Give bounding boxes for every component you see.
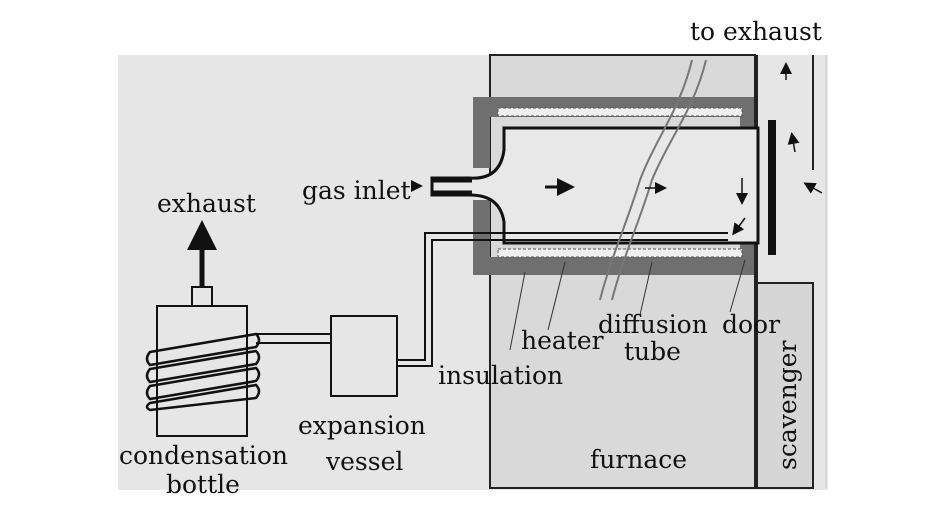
heater-coil-top bbox=[497, 107, 743, 117]
label-furnace: furnace bbox=[590, 445, 687, 474]
label-condensation: condensation bbox=[119, 441, 288, 470]
label-insulation: insulation bbox=[438, 361, 563, 390]
label-vessel: vessel bbox=[325, 447, 403, 476]
label-door: door bbox=[722, 310, 780, 339]
label-to-exhaust: to exhaust bbox=[690, 17, 822, 46]
flow-arrow-exhaust-up-2 bbox=[787, 132, 800, 153]
tube-exhaust-line-outer bbox=[382, 232, 728, 361]
tube-exhaust-line-inner bbox=[382, 239, 728, 367]
profile-strand-2 bbox=[611, 59, 707, 301]
expansion-vessel bbox=[330, 315, 398, 397]
label-bottle: bottle bbox=[166, 470, 240, 499]
flow-arrow-4 bbox=[732, 217, 746, 236]
label-gas-inlet: gas inlet bbox=[302, 176, 411, 205]
scavenger-column bbox=[756, 282, 814, 489]
label-expansion: expansion bbox=[298, 411, 426, 440]
label-scavenger: scavenger bbox=[773, 340, 802, 470]
profile-strand-1 bbox=[599, 59, 693, 301]
condenser-coil bbox=[145, 332, 261, 412]
label-diffusion: diffusion bbox=[598, 310, 708, 339]
diffusion-tube bbox=[430, 126, 760, 245]
heater-coil-bottom bbox=[497, 248, 743, 258]
label-heater: heater bbox=[521, 326, 604, 355]
condensation-bottle-neck bbox=[191, 286, 213, 307]
door bbox=[768, 120, 776, 255]
flow-arrow-scavenger-in bbox=[803, 182, 823, 194]
label-tube: tube bbox=[624, 337, 681, 366]
label-leaders bbox=[509, 259, 746, 351]
label-exhaust: exhaust bbox=[157, 189, 256, 218]
